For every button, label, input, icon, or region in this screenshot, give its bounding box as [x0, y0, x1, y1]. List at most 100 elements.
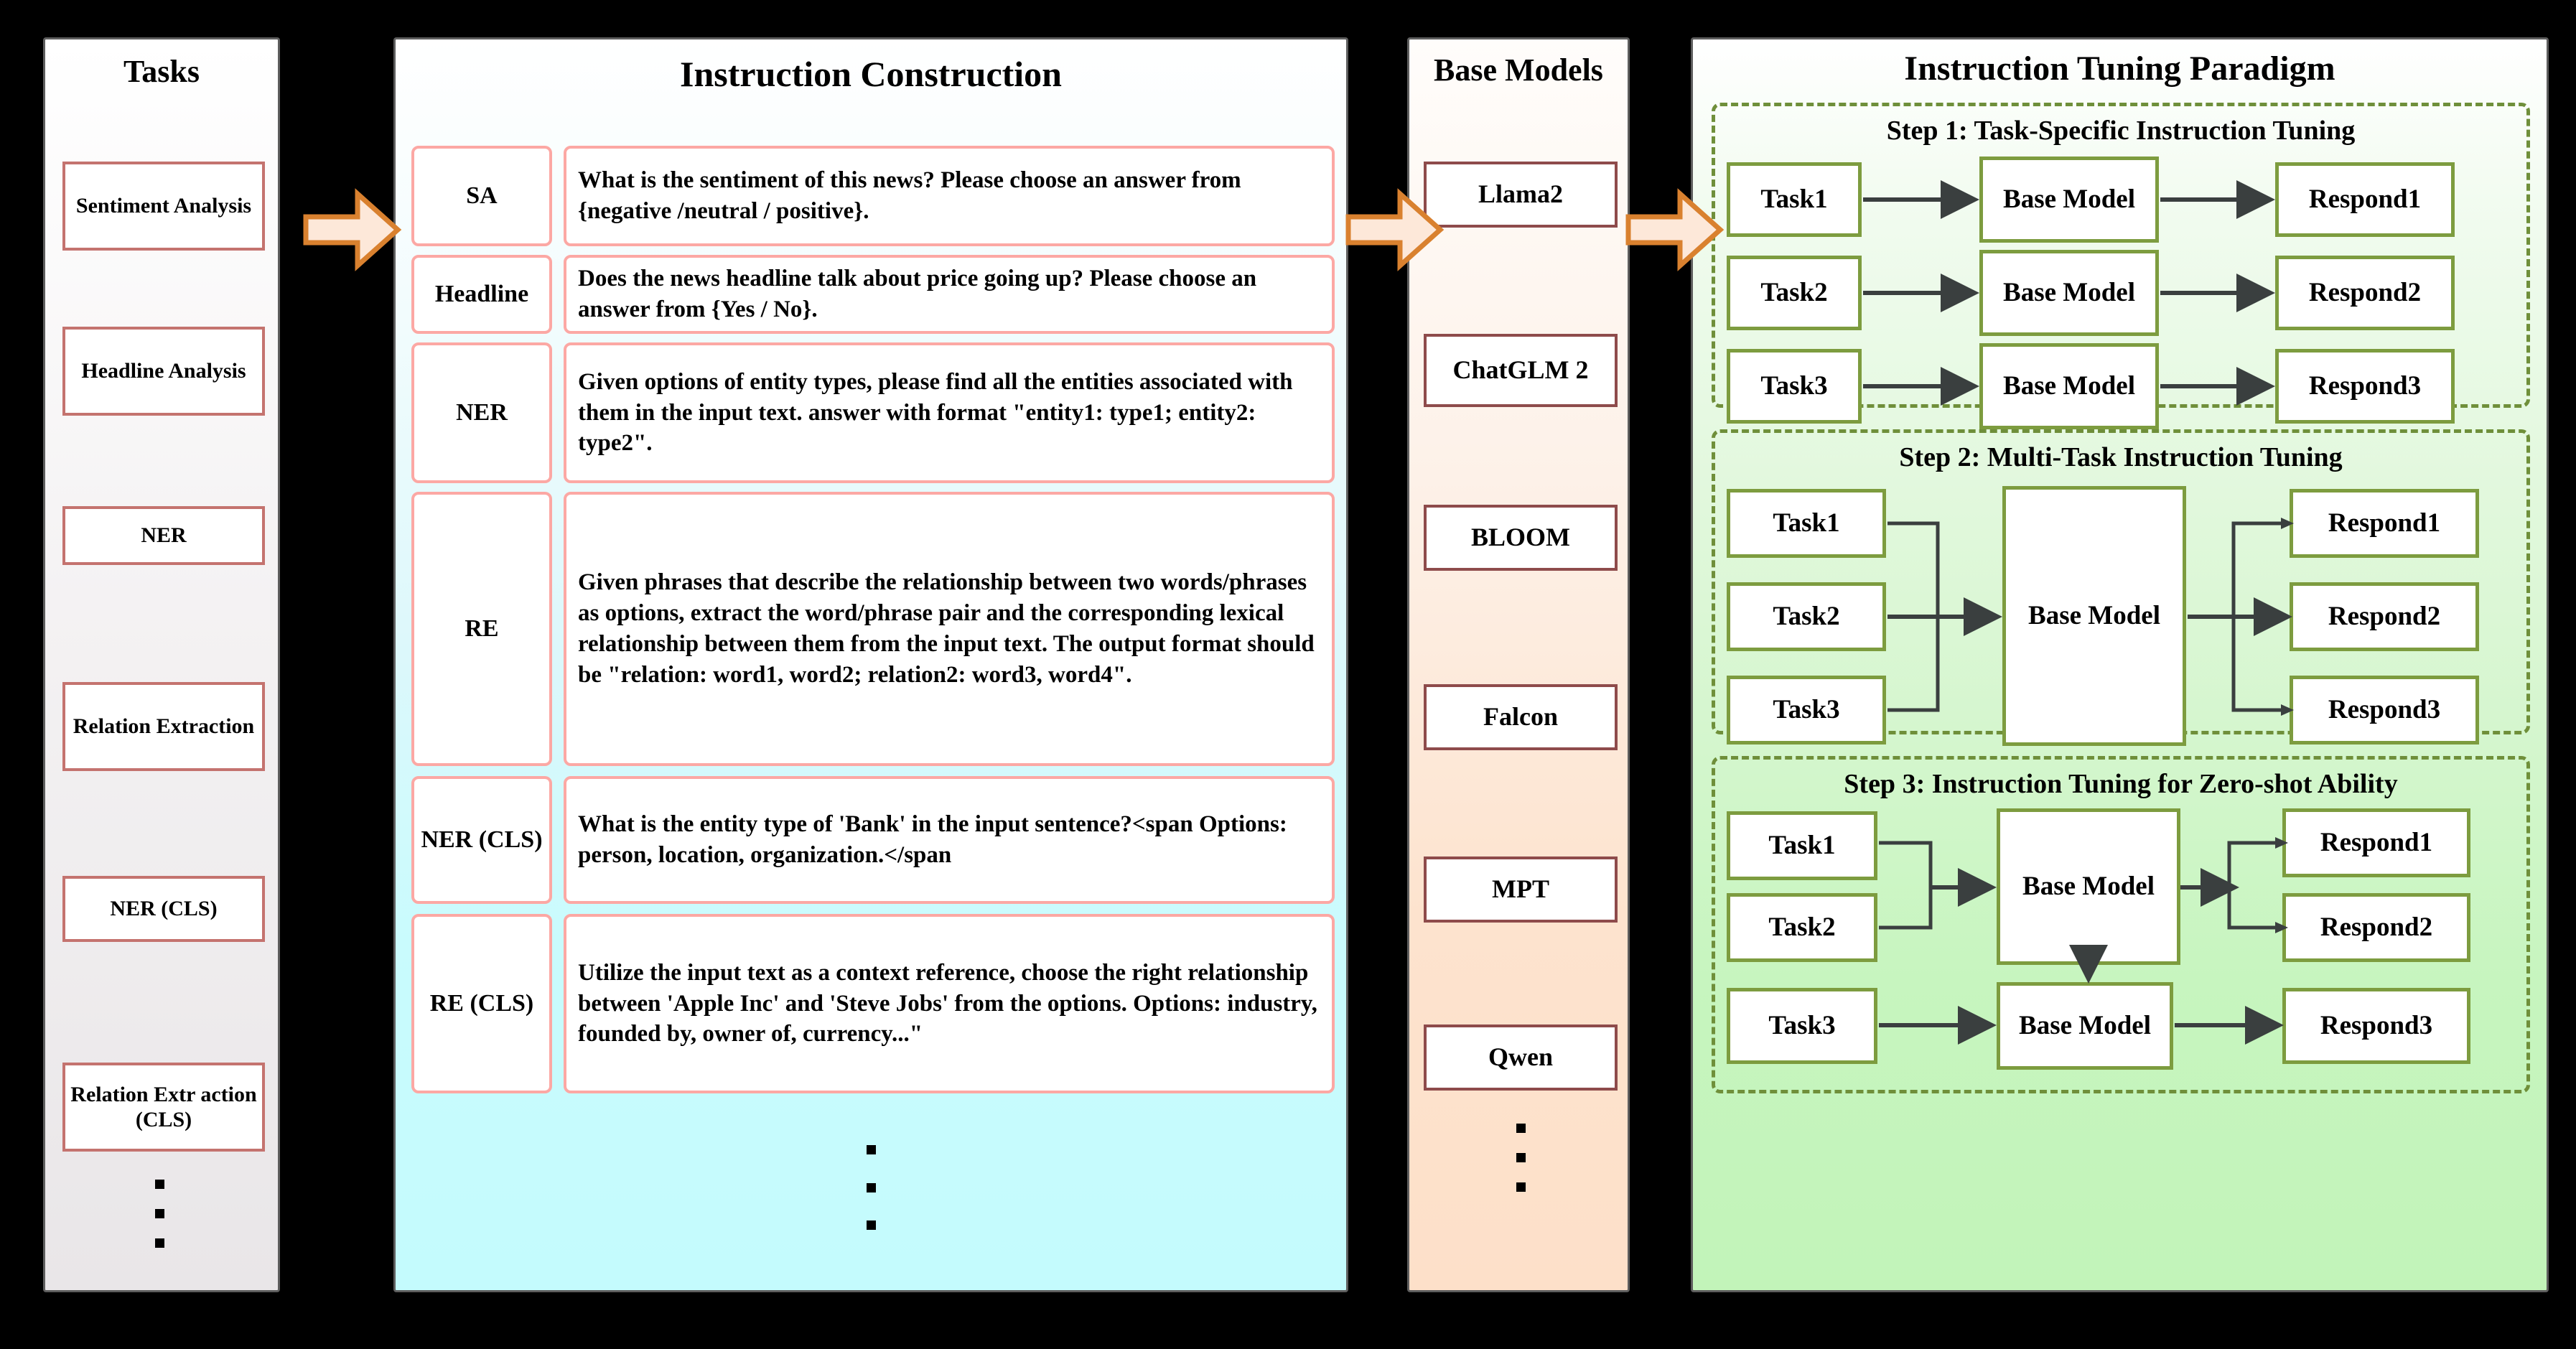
task-item-headline-analysis[interactable]: Headline Analysis — [62, 327, 265, 416]
base-model-chatglm2[interactable]: ChatGLM 2 — [1424, 334, 1618, 407]
base-model-label: MPT — [1492, 874, 1549, 904]
instruction-row-headline: Headline Does the news headline talk abo… — [411, 255, 1335, 334]
step2-model-box[interactable]: Base Model — [2002, 486, 2186, 746]
instruction-construction-title: Instruction Construction — [680, 54, 1062, 94]
base-model-label: BLOOM — [1470, 523, 1570, 552]
task-item-relation-extraction[interactable]: Relation Extraction — [62, 682, 265, 771]
task-item-ner-cls[interactable]: NER (CLS) — [62, 876, 265, 942]
instruction-prompt-text[interactable]: Does the news headline talk about price … — [564, 255, 1335, 334]
arrow-tasks-to-instruction-icon — [303, 188, 402, 271]
box-label: Respond3 — [2320, 1011, 2433, 1041]
instruction-prompt-text[interactable]: What is the sentiment of this news? Plea… — [564, 146, 1335, 246]
step3-task1-box[interactable]: Task1 — [1727, 811, 1877, 880]
instruction-task-tag[interactable]: RE — [411, 492, 552, 766]
task-item-relation-extraction-cls[interactable]: Relation Extr action (CLS) — [62, 1063, 265, 1152]
box-label: Task2 — [1768, 912, 1836, 943]
step1-respond2-box[interactable]: Respond2 — [2275, 256, 2455, 330]
box-label: Task2 — [1760, 278, 1828, 308]
instruction-tuning-paradigm-panel: Instruction Tuning Paradigm Step 1: Task… — [1691, 37, 2549, 1292]
step1-respond1-box[interactable]: Respond1 — [2275, 162, 2455, 237]
base-model-bloom[interactable]: BLOOM — [1424, 505, 1618, 571]
base-model-mpt[interactable]: MPT — [1424, 856, 1618, 923]
task-item-label: NER (CLS) — [110, 897, 218, 921]
base-model-label: Falcon — [1483, 702, 1558, 732]
step2-respond1-box[interactable]: Respond1 — [2290, 489, 2479, 558]
instruction-prompt-text[interactable]: What is the entity type of 'Bank' in the… — [564, 776, 1335, 904]
base-models-panel: Base Models Llama2 ChatGLM 2 BLOOM Falco… — [1407, 37, 1630, 1292]
base-model-llama2[interactable]: Llama2 — [1424, 162, 1618, 228]
task-item-label: NER — [141, 523, 187, 548]
box-label: Respond1 — [2308, 185, 2422, 215]
box-label: Base Model — [2022, 871, 2155, 901]
tasks-vertical-ellipsis-icon — [154, 1180, 164, 1248]
tasks-panel: Tasks Sentiment Analysis Headline Analys… — [43, 37, 280, 1292]
step3-container: Step 3: Instruction Tuning for Zero-shot… — [1712, 756, 2530, 1093]
instruction-task-tag[interactable]: RE (CLS) — [411, 914, 552, 1093]
step1-model3-box[interactable]: Base Model — [1979, 343, 2159, 429]
step2-container: Step 2: Multi-Task Instruction Tuning Ta… — [1712, 429, 2530, 746]
box-label: Base Model — [2003, 184, 2135, 214]
box-label: Respond3 — [2328, 695, 2441, 725]
box-label: Base Model — [2019, 1010, 2151, 1040]
instruction-row-ner: NER Given options of entity types, pleas… — [411, 342, 1335, 483]
box-label: Task1 — [1760, 185, 1828, 215]
paradigm-title: Instruction Tuning Paradigm — [1904, 50, 2335, 88]
instruction-row-re: RE Given phrases that describe the relat… — [411, 492, 1335, 766]
step1-model1-box[interactable]: Base Model — [1979, 157, 2159, 243]
task-item-label: Sentiment Analysis — [75, 194, 252, 218]
step1-task2-box[interactable]: Task2 — [1727, 256, 1862, 330]
step3-respond2-box[interactable]: Respond2 — [2282, 893, 2470, 962]
arrow-instruction-to-models-icon — [1345, 188, 1445, 271]
instruction-vertical-ellipsis-icon — [866, 1145, 876, 1230]
base-model-label: Qwen — [1488, 1042, 1553, 1072]
tasks-panel-title: Tasks — [123, 54, 200, 89]
instruction-task-tag[interactable]: NER — [411, 342, 552, 483]
step3-task3-box[interactable]: Task3 — [1727, 988, 1877, 1064]
box-label: Respond2 — [2328, 602, 2441, 632]
step2-respond2-box[interactable]: Respond2 — [2290, 582, 2479, 651]
step1-task3-box[interactable]: Task3 — [1727, 349, 1862, 424]
box-label: Respond2 — [2308, 278, 2422, 308]
box-label: Respond1 — [2320, 828, 2433, 858]
instruction-task-tag[interactable]: NER (CLS) — [411, 776, 552, 904]
box-label: Respond2 — [2320, 912, 2433, 943]
step3-model-top-box[interactable]: Base Model — [1997, 808, 2180, 965]
step1-task1-box[interactable]: Task1 — [1727, 162, 1862, 237]
instruction-task-tag[interactable]: SA — [411, 146, 552, 246]
task-item-sentiment-analysis[interactable]: Sentiment Analysis — [62, 162, 265, 251]
instruction-row-sa: SA What is the sentiment of this news? P… — [411, 146, 1335, 246]
step2-task1-box[interactable]: Task1 — [1727, 489, 1886, 558]
instruction-prompt-text[interactable]: Utilize the input text as a context refe… — [564, 914, 1335, 1093]
instruction-task-tag[interactable]: Headline — [411, 255, 552, 334]
base-model-qwen[interactable]: Qwen — [1424, 1024, 1618, 1091]
box-label: Task3 — [1773, 695, 1840, 725]
base-model-falcon[interactable]: Falcon — [1424, 684, 1618, 750]
step2-task2-box[interactable]: Task2 — [1727, 582, 1886, 651]
step2-task3-box[interactable]: Task3 — [1727, 676, 1886, 744]
instruction-construction-panel: Instruction Construction SA What is the … — [393, 37, 1348, 1292]
base-models-title-text: Base Models — [1434, 52, 1603, 88]
step1-title: Step 1: Task-Specific Instruction Tuning — [1886, 116, 2356, 146]
base-models-vertical-ellipsis-icon — [1516, 1124, 1526, 1192]
arrow-models-to-paradigm-icon — [1625, 188, 1725, 271]
box-label: Base Model — [2003, 370, 2135, 401]
base-model-label: ChatGLM 2 — [1452, 355, 1589, 385]
step3-respond1-box[interactable]: Respond1 — [2282, 808, 2470, 877]
box-label: Base Model — [2028, 600, 2160, 630]
box-label: Base Model — [2003, 277, 2135, 307]
instruction-row-re-cls: RE (CLS) Utilize the input text as a con… — [411, 914, 1335, 1093]
box-label: Task1 — [1768, 831, 1836, 861]
task-item-ner[interactable]: NER — [62, 506, 265, 565]
task-item-label: Relation Extr action (CLS) — [70, 1082, 257, 1131]
step2-respond3-box[interactable]: Respond3 — [2290, 676, 2479, 744]
box-label: Task2 — [1773, 602, 1840, 632]
instruction-prompt-text[interactable]: Given options of entity types, please fi… — [564, 342, 1335, 483]
step3-model-bottom-box[interactable]: Base Model — [1997, 982, 2173, 1070]
task-item-label: Headline Analysis — [81, 359, 246, 383]
step3-title: Step 3: Instruction Tuning for Zero-shot… — [1844, 769, 2398, 799]
step3-respond3-box[interactable]: Respond3 — [2282, 988, 2470, 1064]
step1-respond3-box[interactable]: Respond3 — [2275, 349, 2455, 424]
instruction-prompt-text[interactable]: Given phrases that describe the relation… — [564, 492, 1335, 766]
step1-model2-box[interactable]: Base Model — [1979, 250, 2159, 336]
step3-task2-box[interactable]: Task2 — [1727, 893, 1877, 962]
